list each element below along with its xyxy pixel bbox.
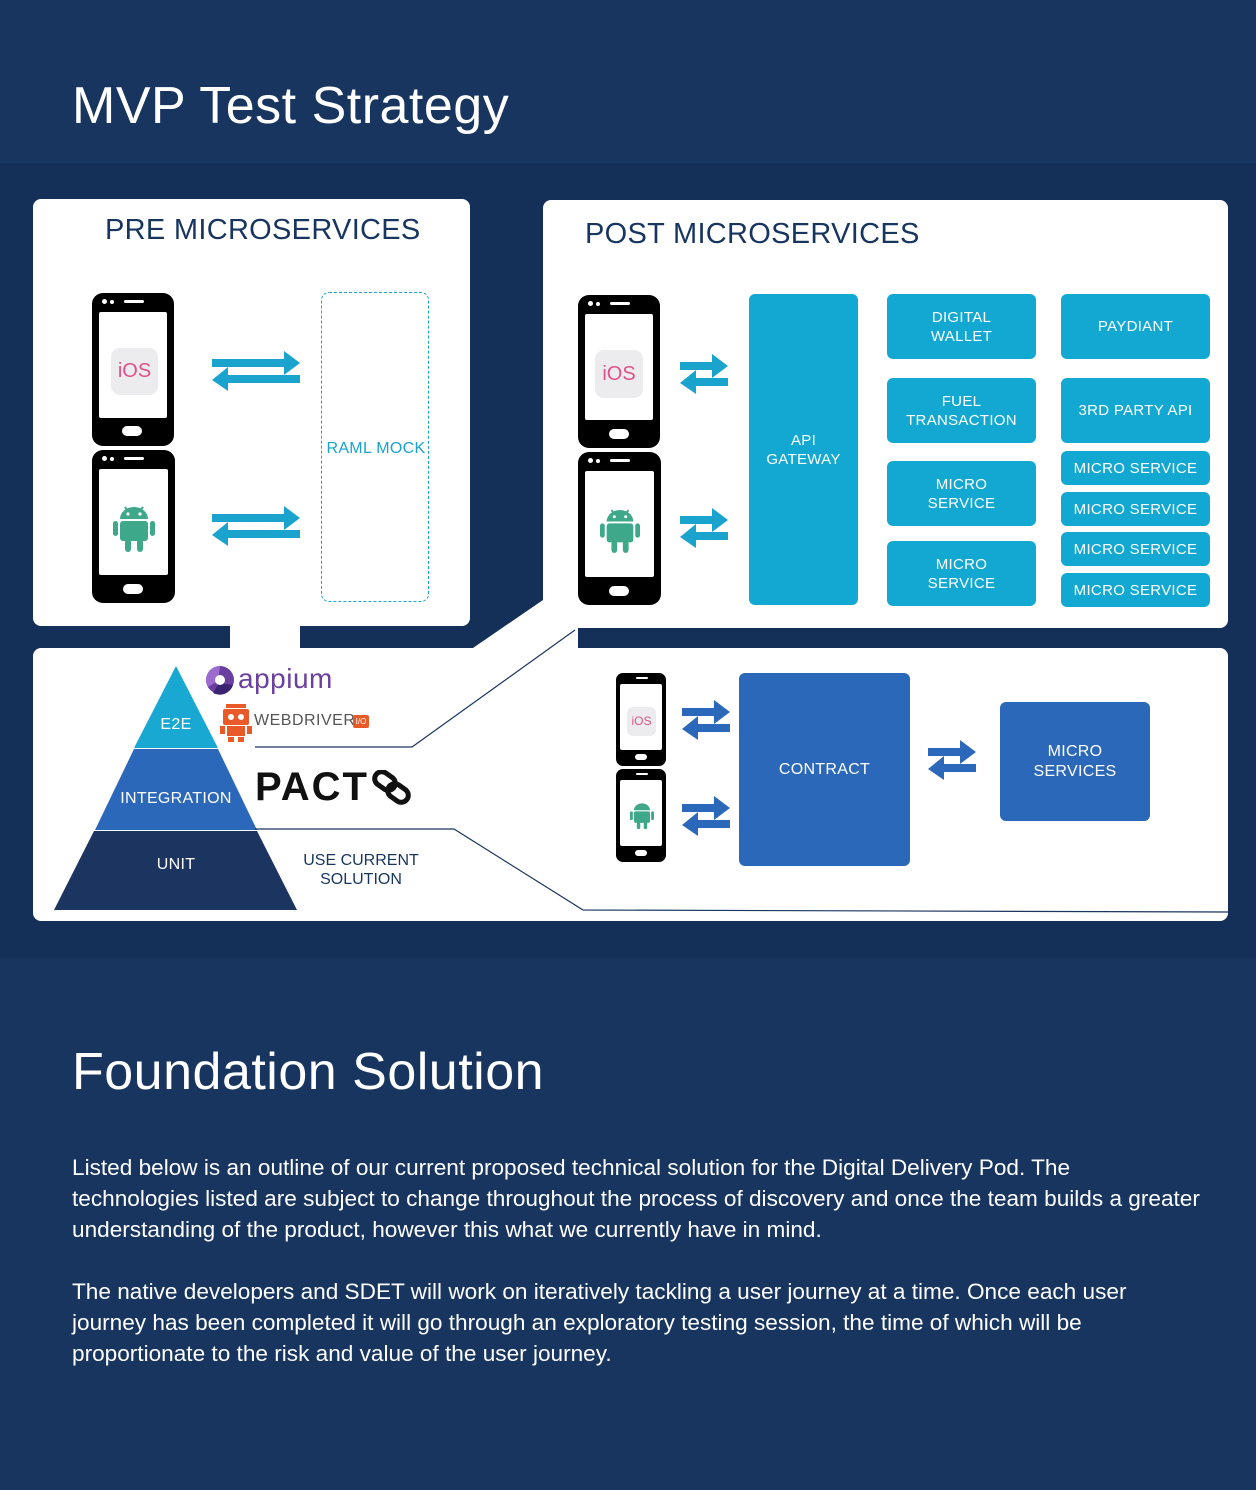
ios-phone: iOS: [92, 293, 174, 446]
connector-lines: [255, 828, 1229, 913]
swap-arrows-icon: [682, 700, 730, 740]
webdriverio-robot-icon: [220, 704, 252, 742]
swap-arrows-icon: [212, 506, 300, 546]
pyramid-integration-label: INTEGRATION: [120, 790, 232, 807]
service-micro-service: MICRO SERVICE: [887, 461, 1036, 526]
android-logo-icon: [113, 506, 155, 552]
android-phone: [92, 450, 175, 603]
pre-title: PRE MICROSERVICES: [105, 214, 421, 246]
header: [0, 0, 1256, 163]
unit-note: USE CURRENT SOLUTION: [303, 852, 419, 888]
test-pyramid: [54, 666, 297, 910]
service-micro-service: MICRO SERVICE: [1061, 492, 1210, 526]
android-phone: [616, 769, 666, 862]
micro-services-box: MICRO SERVICES: [1000, 702, 1150, 821]
swap-arrows-icon: [680, 508, 728, 548]
pyramid-unit-label: UNIT: [156, 856, 196, 873]
ios-phone: iOS: [578, 295, 660, 448]
service-paydiant: PAYDIANT: [1061, 294, 1210, 359]
pyramid-e2e-label: E2E: [160, 716, 192, 733]
service-micro-service: MICRO SERVICE: [1061, 532, 1210, 566]
swap-arrows-icon: [682, 796, 730, 836]
page-title: MVP Test Strategy: [72, 77, 510, 135]
raml-mock-box: [321, 292, 429, 602]
webdriver-label: WEBDRIVER: [254, 712, 356, 729]
android-phone: [578, 452, 661, 605]
raml-mock-label: RAML MOCK: [326, 440, 426, 457]
pact-label: PACT: [255, 765, 369, 809]
ios-logo-icon: iOS: [595, 350, 643, 398]
swap-arrows-icon: [212, 351, 300, 391]
swap-arrows-icon: [680, 354, 728, 394]
section-title: Foundation Solution: [72, 1043, 545, 1101]
service-3rd-party-api: 3RD PARTY API: [1061, 378, 1210, 443]
foundation-paragraph-2: The native developers and SDET will work…: [72, 1279, 1127, 1366]
ios-logo-icon: iOS: [627, 707, 656, 736]
foundation-paragraph-1: Listed below is an outline of our curren…: [72, 1155, 1200, 1242]
appium-label: appium: [238, 663, 333, 694]
android-logo-icon: [600, 509, 640, 553]
ios-logo-icon: iOS: [111, 348, 158, 395]
ios-phone: iOS: [616, 673, 666, 766]
webdriver-io-badge: I/O: [353, 715, 369, 728]
service-digital-wallet: DIGITAL WALLET: [887, 294, 1036, 359]
service-micro-service: MICRO SERVICE: [887, 541, 1036, 606]
service-micro-service: MICRO SERVICE: [1061, 573, 1210, 607]
android-logo-icon: [630, 803, 654, 830]
service-fuel-transaction: FUEL TRANSACTION: [887, 378, 1036, 443]
swap-arrows-icon: [928, 740, 976, 780]
pact-link-icon: [372, 770, 411, 805]
service-micro-service: MICRO SERVICE: [1061, 451, 1210, 485]
contract-box: CONTRACT: [739, 673, 910, 866]
post-title: POST MICROSERVICES: [585, 218, 920, 250]
api-gateway: API GATEWAY: [749, 294, 858, 605]
appium-logo-icon: [206, 666, 234, 695]
